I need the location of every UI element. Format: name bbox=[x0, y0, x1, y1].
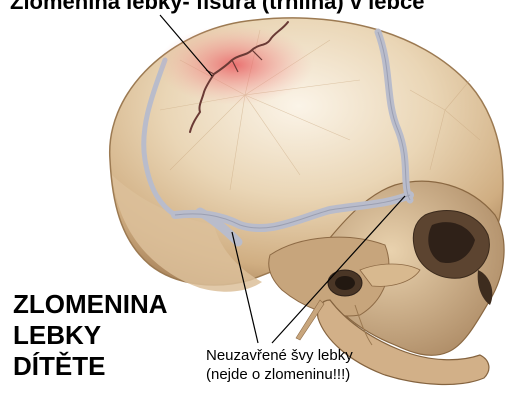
sutures-caption-line-2: (nejde o zlomeninu!!!) bbox=[206, 365, 353, 384]
main-title-line-2: LEBKY bbox=[13, 320, 168, 351]
sutures-caption: Neuzavřené švy lebky (nejde o zlomeninu!… bbox=[206, 346, 353, 384]
main-title: ZLOMENINA LEBKY DÍTĚTE bbox=[13, 289, 168, 382]
fracture-caption: Zlomenina lebky- fisura (trhlina) v lebc… bbox=[10, 0, 424, 15]
main-title-line-3: DÍTĚTE bbox=[13, 351, 168, 382]
main-title-line-1: ZLOMENINA bbox=[13, 289, 168, 320]
sutures-caption-line-1: Neuzavřené švy lebky bbox=[206, 346, 353, 365]
